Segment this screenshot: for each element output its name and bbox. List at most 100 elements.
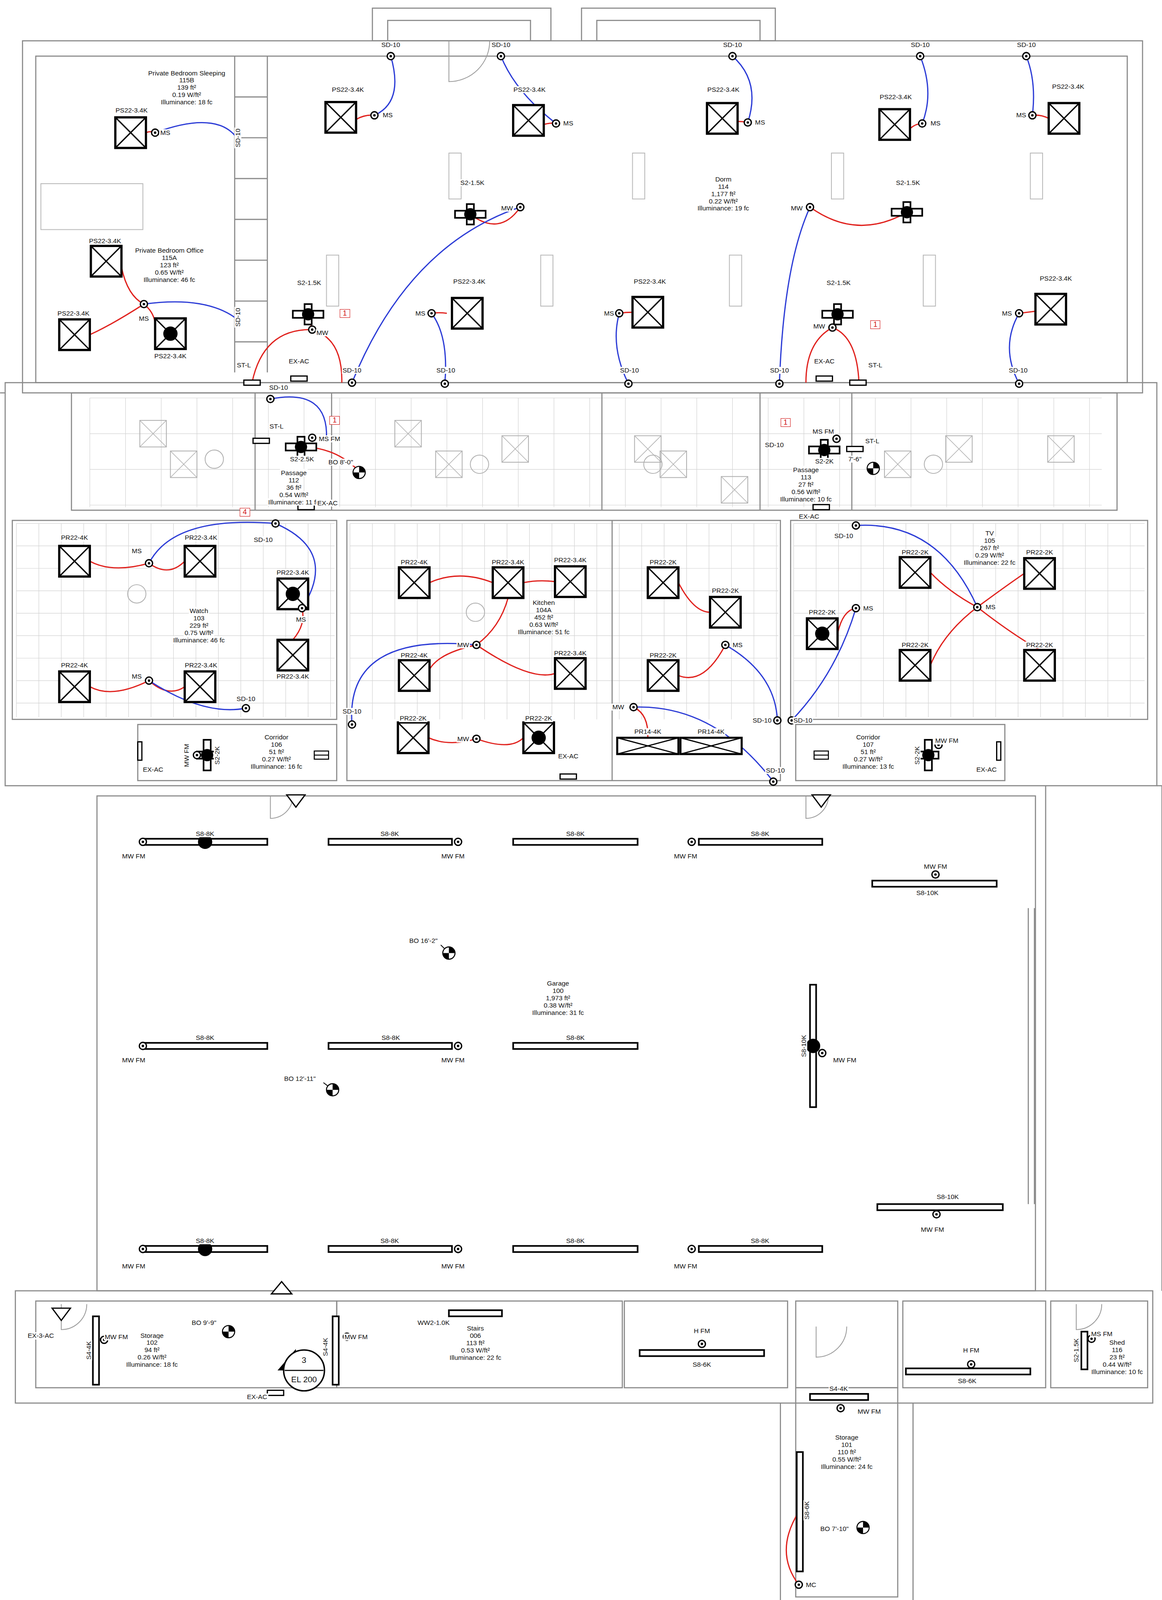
fixture-tag: MS FM <box>1090 1330 1114 1337</box>
room-data: 0.55 W/ft² <box>831 1455 863 1463</box>
control-device <box>430 312 433 315</box>
linear-troffer <box>680 737 742 754</box>
fixture-tag: MS <box>1015 111 1028 119</box>
switch-leg-wire <box>89 680 149 692</box>
fixture-tag: PR22-4K <box>399 558 429 566</box>
room-name: Private Bedroom Sleeping <box>147 68 227 77</box>
fixture-tag: S8-8K <box>194 830 216 838</box>
troffer-fixture <box>397 722 429 753</box>
troffer-fixture <box>399 567 430 598</box>
wall <box>22 40 1143 394</box>
bottom-elevation-mark <box>228 1324 235 1331</box>
fixture-tag: MW <box>812 322 826 330</box>
room-line: 452 ft² <box>517 613 571 622</box>
room-line: 139 ft² <box>147 84 227 92</box>
control-device <box>427 309 436 317</box>
control-device <box>698 1340 706 1348</box>
toilet-symbol <box>924 455 943 474</box>
control-device <box>497 52 505 60</box>
bottom-elevation-mark <box>352 466 366 479</box>
control-device <box>771 780 775 783</box>
troffer-fixture <box>115 117 147 148</box>
control-device <box>242 704 250 712</box>
room-area: Garage1001,973 ft²0.38 W/ft²Illuminance:… <box>99 797 1034 1290</box>
shower-tray <box>139 420 167 447</box>
room-data: 36 ft² <box>285 483 303 491</box>
control-device <box>145 559 153 567</box>
room-data: 1,973 ft² <box>545 993 572 1001</box>
shower-tray <box>659 450 687 478</box>
wall <box>336 1300 623 1388</box>
shower-tray <box>435 450 463 478</box>
troffer-fixture <box>709 596 741 628</box>
floor-tile-line <box>553 397 555 507</box>
troffer-fixture <box>59 545 90 577</box>
switch-leg-wire <box>476 644 555 675</box>
control-device <box>833 434 841 443</box>
floor-tile-line <box>240 523 241 718</box>
shower-tray <box>659 450 687 478</box>
floor-tile-line <box>38 523 40 718</box>
troffer-fixture <box>632 296 664 328</box>
room-name: Passage <box>280 468 308 477</box>
leader-line <box>440 944 445 949</box>
fixture-tag: MW FM <box>121 1262 147 1270</box>
troffer-fixture <box>706 103 738 134</box>
fixture-tag: MS <box>159 129 172 137</box>
control-device <box>828 323 837 332</box>
switch-leg-wire <box>678 582 710 613</box>
fixture-tag: PR22-3.4K <box>552 649 588 657</box>
fixture-tag: EX-AC <box>316 499 339 507</box>
floor-tile-line <box>349 523 779 524</box>
troffer-fixture <box>1035 293 1066 325</box>
fixture-tag: MW FM <box>832 1056 858 1064</box>
floor-tile-line <box>173 523 174 718</box>
control-device <box>389 54 393 58</box>
fixture-tag: SD-10 <box>341 366 363 374</box>
fixture-tag: SD-10 <box>435 366 457 374</box>
emergency-dot <box>922 748 935 761</box>
toilet-symbol <box>466 602 485 622</box>
sensor-wire <box>779 206 810 384</box>
troffer-fixture <box>647 659 679 691</box>
troffer-fixture <box>555 658 586 689</box>
toilet-symbol <box>205 449 224 469</box>
floor-tile-line <box>1053 397 1054 507</box>
fixture-tag: S8-8K <box>565 830 586 838</box>
floor-tile-line <box>125 397 126 507</box>
troffer-fixture <box>647 567 679 598</box>
fixture-tag: ST-L <box>268 422 285 430</box>
troffer-fixture <box>184 545 216 577</box>
fixture-tag: MS <box>862 604 875 612</box>
bottom-elevation-mark <box>449 946 456 953</box>
door-swing <box>816 1326 847 1357</box>
troffer-fixture <box>899 649 931 681</box>
wall <box>331 392 333 510</box>
room-data: Illuminance: 13 fc <box>841 762 895 770</box>
room-tag: Private Bedroom Office115A123 ft²0.65 W/… <box>134 246 205 284</box>
fixture-tag: S8-6K <box>691 1360 713 1368</box>
fixture-tag: ST-L <box>864 437 881 444</box>
troffer-fixture <box>523 722 554 753</box>
control-device <box>153 131 157 135</box>
sensor-wire <box>1026 56 1034 116</box>
floor-tile-line <box>262 523 264 718</box>
control-device <box>472 640 481 649</box>
switch-leg-wire <box>476 597 508 645</box>
room-line: Corridor <box>249 733 304 741</box>
control-device <box>618 312 621 315</box>
room-data: 229 ft² <box>188 621 210 629</box>
troffer-fixture <box>184 671 216 702</box>
control-device <box>773 716 781 725</box>
wall <box>779 1402 781 1600</box>
control-device <box>973 603 981 611</box>
shower-tray <box>435 450 463 478</box>
room-data: 0.44 W/ft² <box>1101 1360 1133 1368</box>
fixture-tag: PS22-3.4K <box>56 309 91 317</box>
wall <box>234 178 268 180</box>
fixture-tag: MW FM <box>673 1262 699 1270</box>
fixture-tag: EX-AC <box>813 357 836 365</box>
room-data: 105 <box>983 536 997 544</box>
troffer-fixture <box>277 639 309 671</box>
control-device <box>632 705 635 709</box>
